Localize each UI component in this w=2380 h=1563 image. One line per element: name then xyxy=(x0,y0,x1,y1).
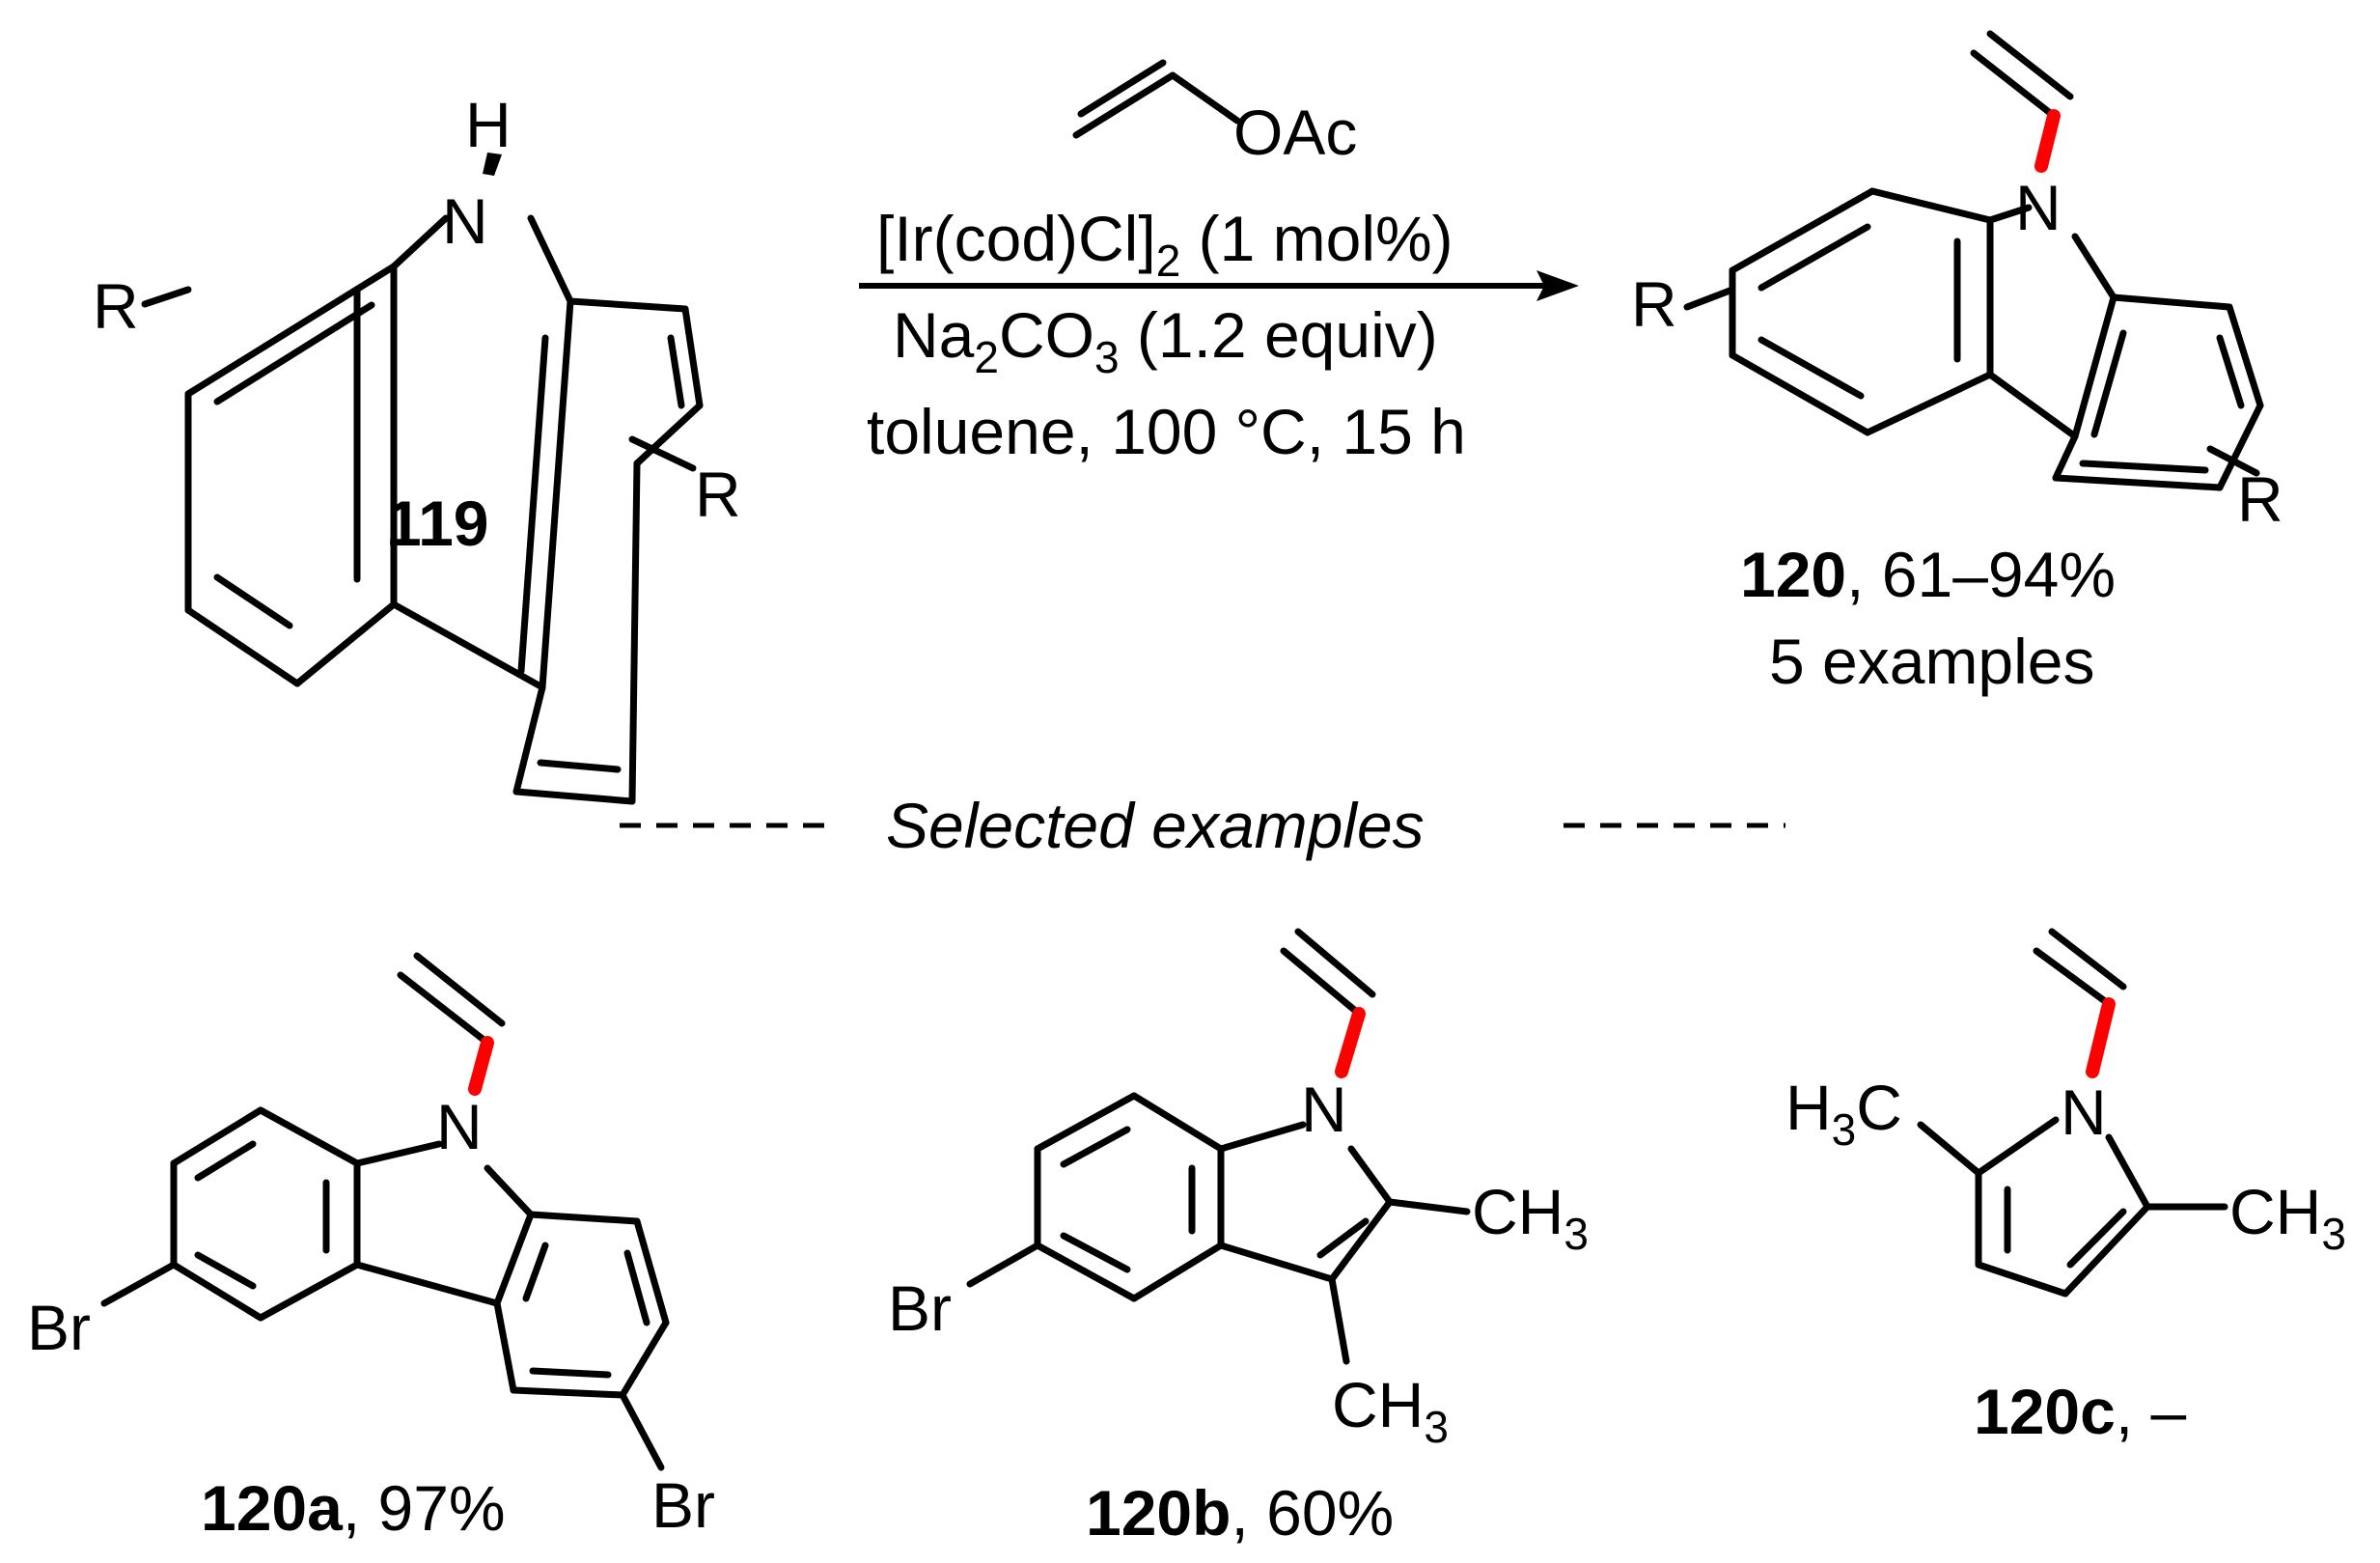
atom-n: N xyxy=(442,185,488,257)
carbazole-skeleton xyxy=(184,214,704,805)
atom-br-left: Br xyxy=(27,1292,91,1363)
example-120b: N Br CH3 CH3 120b, 60% xyxy=(888,928,1589,1549)
methyl-left: H3C xyxy=(1785,1072,1902,1155)
methyl-c2: CH3 xyxy=(1472,1176,1589,1259)
atom-n: N xyxy=(1301,1074,1347,1145)
starting-material-119: H N R R 119 xyxy=(93,89,741,805)
substituent-r1: R xyxy=(93,270,139,342)
atom-n: N xyxy=(436,1091,483,1162)
vinyl-acetate-structure xyxy=(1072,59,1241,139)
reaction-conditions: OAc [Ir(cod)Cl]2 (1 mol%) Na2CO3 (1.2 eq… xyxy=(859,59,1579,467)
selected-examples-divider: Selected examples xyxy=(620,790,1785,861)
reagent-oac: OAc xyxy=(1233,97,1357,168)
dimethylvinylpyrrole-skeleton xyxy=(1917,928,2228,1298)
atom-n: N xyxy=(2015,172,2062,243)
substituent-r1: R xyxy=(1631,268,1677,340)
atom-n: N xyxy=(2061,1076,2107,1148)
product-label: 120, 61–94% xyxy=(1740,539,2116,610)
compound-label-119: 119 xyxy=(386,488,488,559)
dibromovinylcarbazole-skeleton xyxy=(100,952,670,1471)
base-text: Na2CO3 (1.2 equiv) xyxy=(893,299,1438,382)
atom-h: H xyxy=(465,89,512,160)
new-n-vinyl-bond xyxy=(2034,109,2061,173)
methyl-c3: CH3 xyxy=(1332,1369,1449,1452)
r1-bond xyxy=(141,286,192,308)
new-n-vinyl-bond xyxy=(2086,997,2116,1078)
r2-bond xyxy=(2206,445,2260,477)
methyl-right: CH3 xyxy=(2229,1176,2346,1259)
product-examples-count: 5 examples xyxy=(1769,626,2095,697)
reaction-arrow-head xyxy=(1536,270,1579,301)
example-label-120a: 120a, 97% xyxy=(201,1472,506,1544)
substituent-r2: R xyxy=(695,459,741,530)
example-label-120b: 120b, 60% xyxy=(1086,1477,1394,1549)
vinylcarbazole-skeleton xyxy=(1729,30,2264,491)
atom-br: Br xyxy=(888,1272,952,1344)
bromodimethylvinylindole-skeleton xyxy=(966,928,1471,1365)
atom-br-right: Br xyxy=(651,1469,715,1541)
example-120a: N Br Br 120a, 97% xyxy=(27,952,715,1544)
r2-bond xyxy=(628,435,697,472)
r1-bond xyxy=(1683,286,1736,311)
product-120: N R R 120, 61–94% 5 examples xyxy=(1631,30,2283,697)
nh-wedge-bond xyxy=(483,153,502,176)
example-label-120c: 120c, – xyxy=(1974,1376,2187,1447)
new-n-vinyl-bond xyxy=(468,1036,494,1096)
catalyst-text: [Ir(cod)Cl]2 (1 mol%) xyxy=(876,203,1453,286)
example-120c: N H3C CH3 120c, – xyxy=(1785,928,2346,1447)
substituent-r2: R xyxy=(2237,463,2283,535)
section-title: Selected examples xyxy=(886,790,1425,861)
conditions-text: toluene, 100 °C, 15 h xyxy=(867,396,1466,467)
new-n-vinyl-bond xyxy=(1335,1007,1366,1078)
